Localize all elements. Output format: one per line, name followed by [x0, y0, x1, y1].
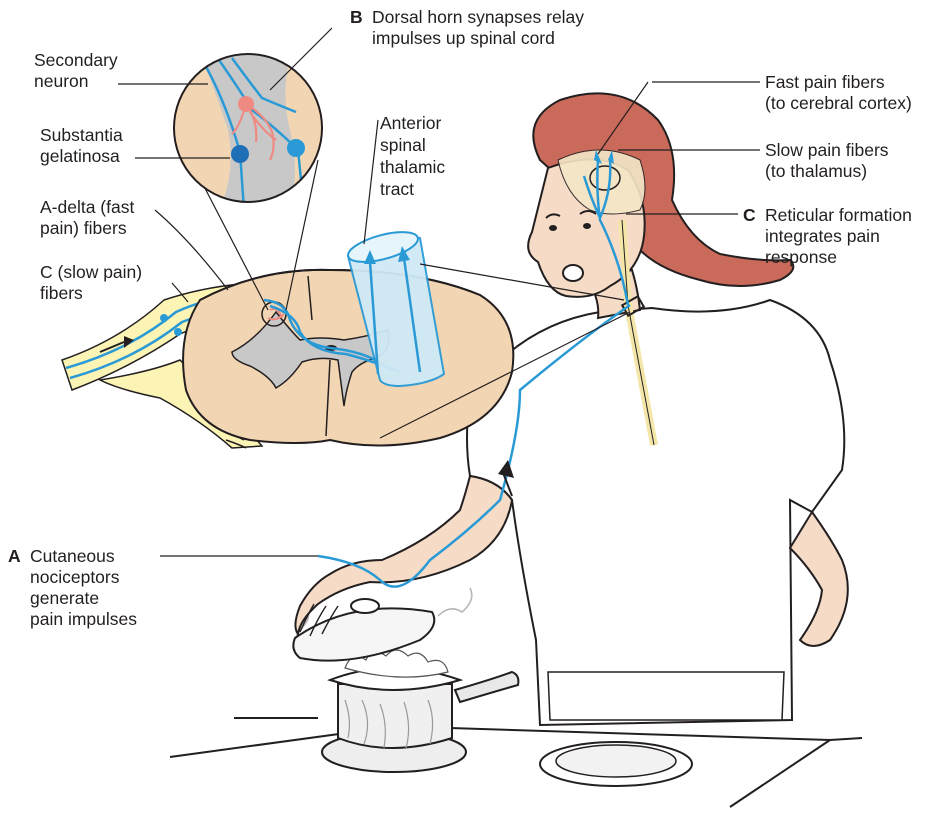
label-a-line3: generate	[30, 588, 137, 609]
zoom-neuron-2	[287, 139, 305, 157]
ganglion-cell-1	[160, 314, 168, 322]
label-a-line1: Cutaneous	[30, 546, 137, 567]
shirt	[467, 300, 844, 725]
label-b-key: B	[350, 7, 363, 28]
eye-left	[549, 225, 557, 231]
label-cslow: C (slow pain) fibers	[40, 262, 142, 304]
label-cslow-line1: C (slow pain)	[40, 262, 142, 283]
label-c-line3: response	[765, 247, 912, 268]
leader-adelta	[155, 210, 228, 290]
label-b-line1: Dorsal horn synapses relay	[372, 7, 584, 28]
label-fast-line2: (to cerebral cortex)	[765, 93, 912, 114]
label-substantia-line1: Substantia	[40, 125, 123, 146]
pot-handle	[455, 672, 518, 702]
label-a-line2: nociceptors	[30, 567, 137, 588]
leader-anterior	[364, 120, 378, 244]
label-b-line2: impulses up spinal cord	[372, 28, 584, 49]
label-c-line2: integrates pain	[765, 226, 912, 247]
label-anterior-line4: tract	[380, 178, 445, 200]
label-cslow-line2: fibers	[40, 283, 142, 304]
burner-inner	[556, 745, 676, 777]
label-adelta: A-delta (fast pain) fibers	[40, 197, 134, 239]
zoom-neuron-1	[231, 145, 249, 163]
label-secondary-neuron: Secondary neuron	[34, 50, 118, 92]
stove	[170, 718, 862, 807]
label-slow-pain: Slow pain fibers (to thalamus)	[765, 140, 889, 182]
label-slow-line1: Slow pain fibers	[765, 140, 889, 161]
boiling-pot	[293, 588, 518, 748]
label-anterior-line1: Anterior	[380, 112, 445, 134]
pot-body	[338, 684, 452, 748]
label-anterior-line2: spinal	[380, 134, 445, 156]
label-a-key: A	[8, 546, 21, 567]
label-anterior-line3: thalamic	[380, 156, 445, 178]
label-c-line1: Reticular formation	[765, 205, 912, 226]
label-c-key: C	[743, 205, 756, 226]
label-anterior-tract: Anterior spinal thalamic tract	[380, 112, 445, 200]
stove-edge-top	[450, 728, 830, 740]
label-b: B Dorsal horn synapses relay impulses up…	[372, 7, 584, 49]
label-a: A Cutaneous nociceptors generate pain im…	[30, 546, 137, 630]
pot-lid	[293, 608, 434, 660]
waist	[548, 672, 784, 720]
ganglion-cell-2	[174, 328, 182, 336]
label-adelta-line2: pain) fibers	[40, 218, 134, 239]
open-mouth	[563, 265, 583, 281]
label-adelta-line1: A-delta (fast	[40, 197, 134, 218]
label-slow-line2: (to thalamus)	[765, 161, 889, 182]
stove-edge-front	[730, 740, 830, 807]
label-substantia-line2: gelatinosa	[40, 146, 123, 167]
lid-knob	[351, 599, 379, 613]
stove-edge-right	[830, 738, 862, 740]
label-fast-pain: Fast pain fibers (to cerebral cortex)	[765, 72, 912, 114]
eye-right	[583, 223, 591, 229]
label-a-line4: pain impulses	[30, 609, 137, 630]
label-secondary-line1: Secondary	[34, 50, 118, 71]
label-c: C Reticular formation integrates pain re…	[765, 205, 912, 268]
label-fast-line1: Fast pain fibers	[765, 72, 912, 93]
right-arm	[790, 512, 848, 646]
label-secondary-line2: neuron	[34, 71, 118, 92]
label-substantia: Substantia gelatinosa	[40, 125, 123, 167]
